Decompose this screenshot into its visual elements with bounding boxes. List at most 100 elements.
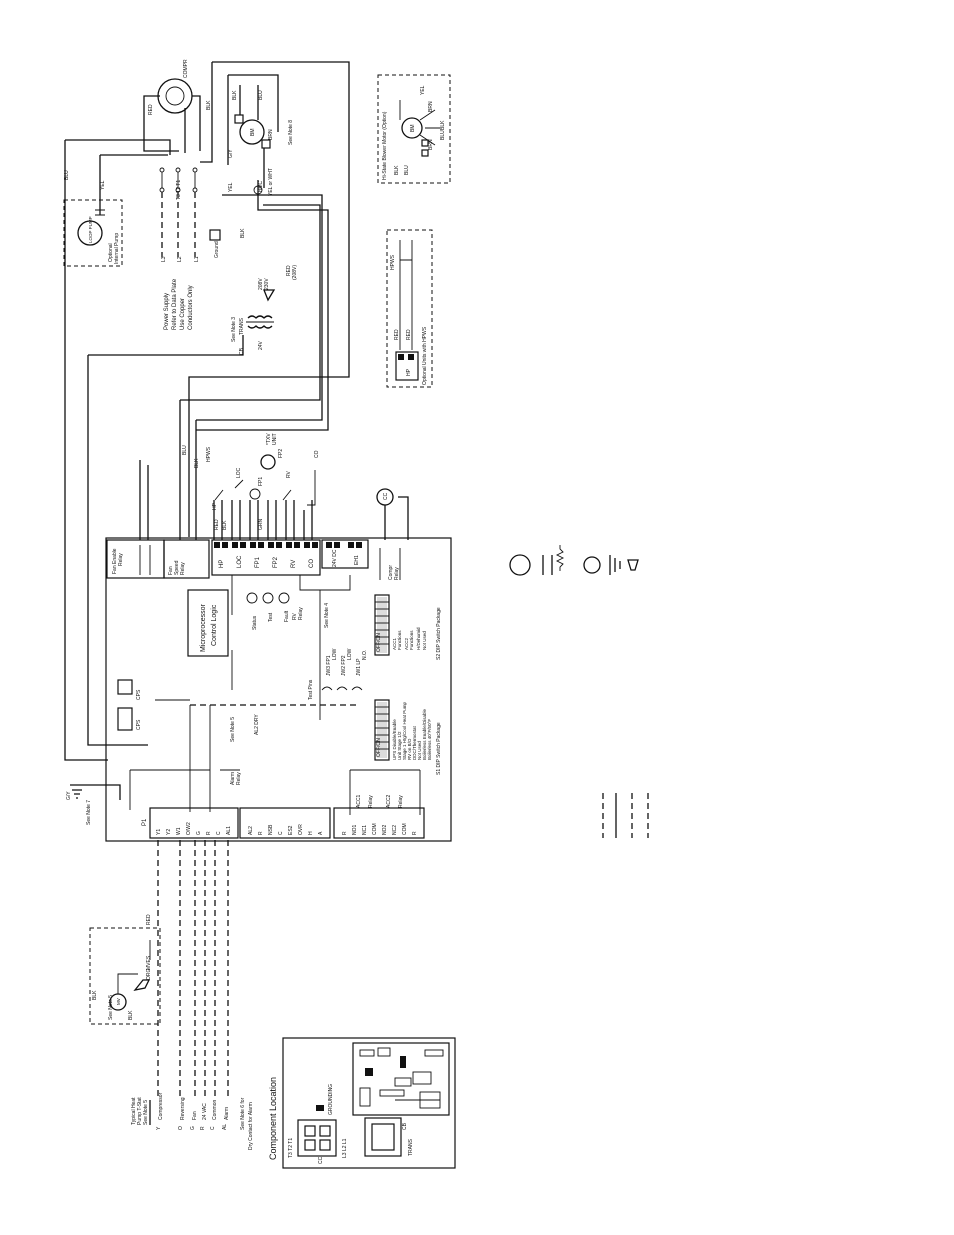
terminal-fp2: FP2 [273,556,279,568]
tstat-t-c: C [210,1126,216,1130]
pump-optional: Optional [108,243,114,262]
legend-symbols [509,545,639,576]
terminal-block-top2 [321,539,369,569]
hi-blu-2: BLU [440,130,446,140]
wire-blk-5: BLK [222,520,228,530]
wire-red-2: RED [214,519,220,530]
wire-yel-2: YEL [228,182,234,192]
volt-208-paren: (208V) [292,265,298,280]
p2-ovr: OVR [298,824,304,835]
p2-strip [239,807,331,839]
hpws-box: Optional Units with HPWS HPWS HP RED RED [386,229,433,388]
dip2-item-4: Functions [409,630,414,650]
dip1-item-1: UPS Disable/Enable [392,719,397,760]
wire-brn: BRN [268,129,274,140]
switch-group: *TXV UNIT CO FP1 FP2 HPWS LOC HP RV BLU … [182,433,320,540]
control-logic-label: Control Logic [211,604,218,646]
mves-blk-1: BLK [92,990,98,1000]
tstat-row-6: Alarm [224,1107,230,1120]
volt-208: 208V [258,278,264,290]
wire-blk-1: BLK [206,100,212,110]
terminal-block-top [211,539,321,576]
tstat-row-2: Reversing [180,1097,186,1120]
ground-symbol [609,555,621,575]
status-label: Status [252,615,258,630]
tstat-row-3: Fan [192,1111,198,1120]
bmc-label: BMC [258,181,264,193]
mves-red: RED [146,914,152,925]
component-location: Component Location CC T3 T2 T1 L3 L2 L1 … [268,1037,456,1169]
cc-contactor-box [297,1119,337,1157]
wire-blu-1: BLU [64,170,70,180]
p3-strip [333,807,425,839]
p2-c: C [278,831,284,835]
p3-no1: NO1 [352,825,358,836]
capacitor-symbol [542,555,553,575]
wire-yel-1: YEL [100,180,106,190]
p3-com2: COM [402,823,408,835]
hi-blk-2: BLK [440,120,446,130]
transformer: See Note 3 TRANS 24V CB 208V 230V RED (2… [231,265,298,355]
line-legend [602,793,649,838]
hi-brn-2: BRN [428,139,434,150]
see-note-7: See Note 7 [86,800,92,825]
p1-al1: AL1 [226,826,232,835]
internal-pump: LOOP PUMP Optional Internal Pump [63,199,123,267]
ground-label: Ground [214,241,220,258]
hi-state-blower-box: Hi-State Blower Motor (Option) BM BLK BL… [377,74,451,184]
jw2-state: LOW [347,648,353,660]
txv-unit: UNIT [272,433,278,445]
blower-see-note: See Note 8 [288,120,294,145]
dip1-item-3: Stage 1 Htg/Cool Heat Pump [402,701,407,760]
compressor-label: COMPR [183,59,189,78]
relay-coil-symbol [509,554,531,576]
txv-thermistor [260,454,276,470]
tstat-row-5: Common [212,1099,218,1120]
terminal-loc: LOC [237,555,243,568]
power-supply-2: Refer to Data Plate [172,278,178,330]
p3-terminals: R NO1 NC1 COM NO2 NC2 COM R [342,823,418,835]
loop-pump-label: LOOP PUMP [88,216,93,243]
dip1-item-6: Not Used [417,741,422,760]
cb-label: CB [402,1122,408,1130]
hpws-label: HPWS [390,254,396,270]
grounding-label: GROUNDING [328,1084,334,1115]
terminal-fp1: FP1 [255,556,261,568]
wire-blk-4: BLK [194,458,200,468]
dip2-item-5: H/Dehumid [416,627,421,650]
trans-note: See Note 3 [231,317,237,342]
p1-terminals: Y1 Y2 W1 O/W2 G R C AL1 [156,822,232,835]
p1-c: C [216,831,222,835]
wire-grn: GRN [258,519,264,531]
trans-label: TRANS [408,1138,414,1156]
trans-box [364,1117,402,1157]
rv-relay-label: RV [292,612,298,620]
wire-gy: G/Y [228,149,234,158]
dip1-onoff: OFF/ON [376,738,382,757]
al2-dry-label: AL2 DRY [254,714,260,735]
tstat-row-4: 24 VAC [202,1103,208,1120]
hpws-hp: HP [406,368,412,376]
tstat-row-1: Compressor [158,1092,164,1120]
microprocessor-label: Microprocessor [200,603,207,652]
p1-r: R [206,831,212,835]
status-led [246,592,258,604]
tstat-t-r: R [200,1126,206,1130]
terminal-24vdc: 24V DC [332,549,338,567]
p3-no2: NO2 [382,825,388,836]
hi-yel: YEL [420,85,426,95]
mves-org: ORG [146,969,152,981]
terminal-rv: RV [291,560,297,568]
power-supply-4: Conductors Only [188,285,194,330]
jw2-label: JW2 FP2 [341,655,347,676]
cc-t-terms: T3 T2 T1 [176,180,182,200]
terminal-eh1: EH1 [354,555,360,565]
wire-blk-2: BLK [232,90,238,100]
test-pins-label: Test Pins [308,679,314,700]
test-led [262,592,274,604]
mini-board [352,1042,450,1116]
cps-label-1: CPS [136,689,142,700]
p3-com1: COM [372,823,378,835]
terminal-squares [214,542,318,548]
